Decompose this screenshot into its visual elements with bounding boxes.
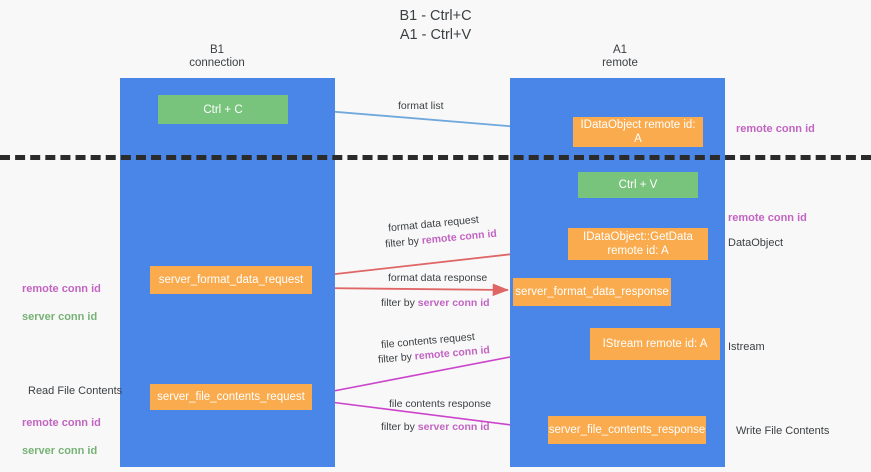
edge-label-format-data-response-filter: filter by server conn id <box>381 297 490 310</box>
annotation-remote-conn-id-mid: remote conn id <box>728 212 807 224</box>
annotation-istream: Istream <box>728 341 765 353</box>
node-server-format-data-response[interactable]: server_format_data_response <box>513 278 671 306</box>
filter-prefix: filter by <box>381 421 418 433</box>
arrow-file-contents-response <box>313 399 544 433</box>
arrow-format-data-response <box>313 283 509 297</box>
annotation-remote-conn-id-top: remote conn id <box>736 123 815 135</box>
node-idataobject[interactable]: IDataObject remote id: A <box>573 117 703 147</box>
filter-prefix: filter by <box>381 297 418 309</box>
annotation-remote-conn-id-left-mid: remote conn id <box>22 283 101 295</box>
annotation-conn-ids-mid: remote conn id server conn id <box>22 268 101 338</box>
node-server-file-contents-response[interactable]: server_file_contents_response <box>548 416 706 444</box>
node-server-file-contents-request[interactable]: server_file_contents_request <box>150 384 312 410</box>
edge-label-format-data-response: format data response <box>388 272 488 284</box>
filter-key-server-conn-id: server conn id <box>417 421 490 433</box>
node-istream[interactable]: IStream remote id: A <box>590 328 720 360</box>
edge-label-file-contents-response: file contents response <box>389 398 492 410</box>
filter-prefix: filter by <box>384 234 423 251</box>
annotation-server-conn-id-left-mid: server conn id <box>22 311 98 323</box>
edge-label-file-contents-response-filter: filter by server conn id <box>381 421 490 434</box>
annotation-write-file-contents: Write File Contents <box>736 425 830 437</box>
column-header-b1: B1 connection <box>189 44 245 69</box>
page-title: B1 - Ctrl+C A1 - Ctrl+V <box>399 8 472 43</box>
annotation-remote-conn-id-left-bottom: remote conn id <box>22 417 101 429</box>
filter-key-server-conn-id: server conn id <box>417 297 490 309</box>
filter-prefix: filter by <box>377 350 416 366</box>
node-ctrl-v[interactable]: Ctrl + V <box>578 172 698 198</box>
annotation-dataobject: DataObject <box>728 237 784 249</box>
annotation-server-conn-id-left-bottom: server conn id <box>22 445 98 457</box>
section-divider <box>0 155 871 160</box>
node-ctrl-c[interactable]: Ctrl + C <box>158 95 288 124</box>
annotation-conn-ids-bottom: remote conn id server conn id <box>22 402 101 472</box>
node-idataobject-getdata[interactable]: IDataObject::GetData remote id: A <box>568 228 708 260</box>
node-server-format-data-request[interactable]: server_format_data_request <box>150 266 312 294</box>
column-header-a1: A1 remote <box>602 44 638 69</box>
annotation-read-file-contents: Read File Contents <box>28 385 123 397</box>
edge-label-format-list: format list <box>398 100 444 112</box>
